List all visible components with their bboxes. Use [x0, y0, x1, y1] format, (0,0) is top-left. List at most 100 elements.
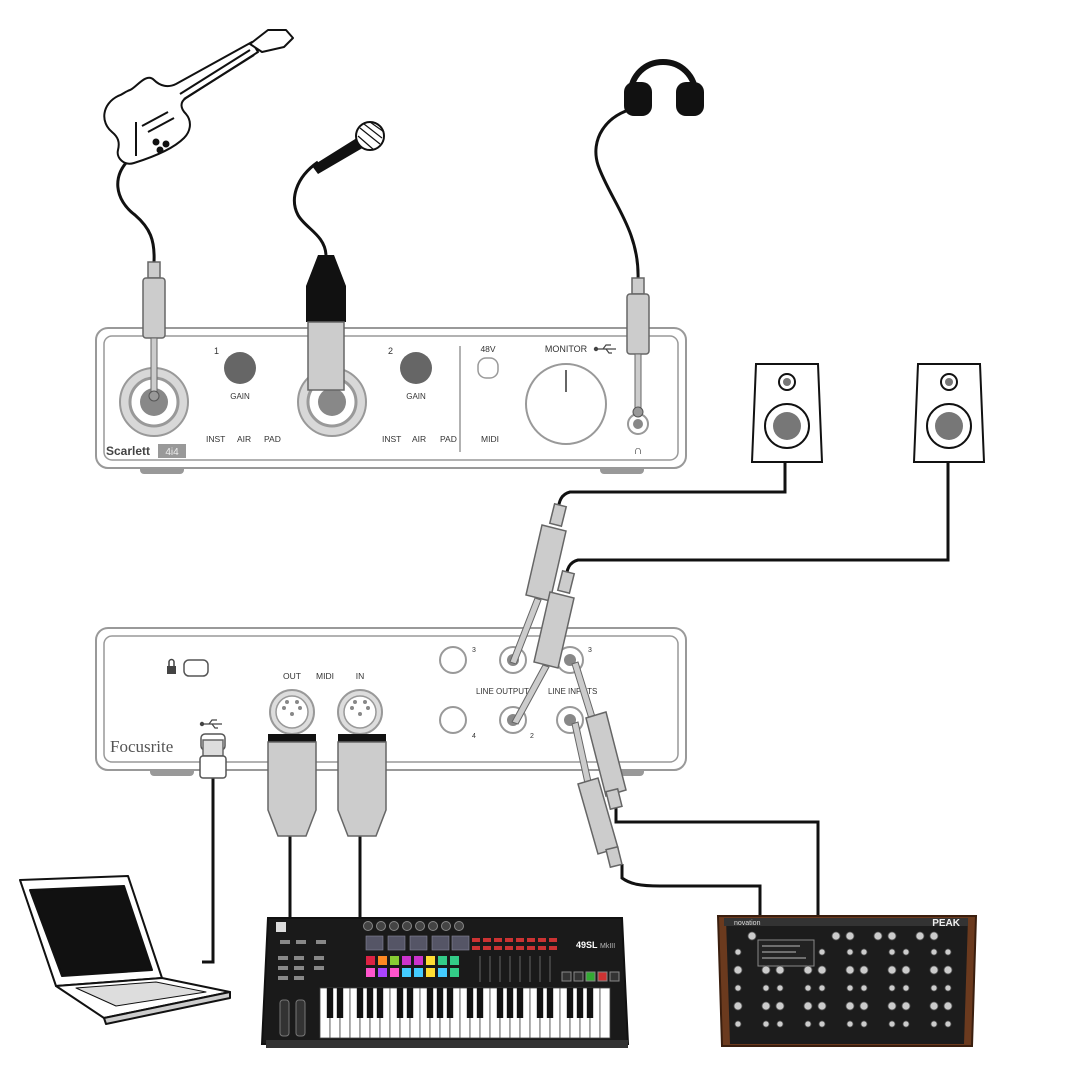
- synth-knob[interactable]: [845, 1001, 855, 1011]
- synth-knob[interactable]: [846, 948, 854, 956]
- synth-knob[interactable]: [761, 965, 771, 975]
- synth-knob[interactable]: [733, 1001, 743, 1011]
- mod-wheel[interactable]: [295, 999, 306, 1037]
- monitor-knob[interactable]: [525, 363, 607, 445]
- synth-knob[interactable]: [930, 1020, 938, 1028]
- black-key[interactable]: [326, 988, 334, 1018]
- red-buttons-row[interactable]: [472, 938, 557, 950]
- synth-knob[interactable]: [762, 984, 770, 992]
- gain-1-knob[interactable]: [224, 352, 256, 384]
- synth-knob[interactable]: [888, 948, 896, 956]
- synth-knob[interactable]: [860, 1020, 868, 1028]
- black-key[interactable]: [536, 988, 544, 1018]
- synth-knob[interactable]: [860, 948, 868, 956]
- input-1-combo-jack[interactable]: [119, 367, 189, 437]
- keyboard-rotary-knobs[interactable]: [363, 921, 464, 931]
- synth-knob[interactable]: [887, 1001, 897, 1011]
- inst-1-button[interactable]: INST: [206, 434, 225, 444]
- synth-knob[interactable]: [888, 1020, 896, 1028]
- synth-knob[interactable]: [803, 1001, 813, 1011]
- synth-knob[interactable]: [859, 1001, 869, 1011]
- black-key[interactable]: [376, 988, 384, 1018]
- synth-knob[interactable]: [747, 931, 757, 941]
- synth-knob[interactable]: [915, 931, 925, 941]
- synth-knob[interactable]: [846, 984, 854, 992]
- synth-knob[interactable]: [804, 1020, 812, 1028]
- synth-knob[interactable]: [846, 1020, 854, 1028]
- synth-knob[interactable]: [902, 948, 910, 956]
- drum-pads[interactable]: [366, 956, 459, 977]
- synth-knob[interactable]: [817, 965, 827, 975]
- synth-knob[interactable]: [818, 1020, 826, 1028]
- black-key[interactable]: [466, 988, 474, 1018]
- midi-out-port[interactable]: [269, 689, 315, 735]
- synth-knob[interactable]: [803, 965, 813, 975]
- synth-knobs[interactable]: [733, 931, 953, 1028]
- synth-knob[interactable]: [888, 984, 896, 992]
- transport-buttons[interactable]: [561, 971, 620, 982]
- synth-knob[interactable]: [902, 984, 910, 992]
- synth-knob[interactable]: [944, 984, 952, 992]
- synth-knob[interactable]: [775, 1001, 785, 1011]
- air-2-button[interactable]: AIR: [412, 434, 426, 444]
- black-key[interactable]: [566, 988, 574, 1018]
- synth-knob[interactable]: [929, 931, 939, 941]
- synth-knob[interactable]: [734, 948, 742, 956]
- black-key[interactable]: [406, 988, 414, 1018]
- black-key[interactable]: [366, 988, 374, 1018]
- synth-knob[interactable]: [804, 984, 812, 992]
- black-key[interactable]: [546, 988, 554, 1018]
- synth-knob[interactable]: [831, 931, 841, 941]
- synth-knob[interactable]: [943, 1001, 953, 1011]
- synth-knob[interactable]: [873, 931, 883, 941]
- synth-knob[interactable]: [817, 1001, 827, 1011]
- black-key[interactable]: [476, 988, 484, 1018]
- black-key[interactable]: [496, 988, 504, 1018]
- synth-knob[interactable]: [734, 1020, 742, 1028]
- synth-knob[interactable]: [930, 984, 938, 992]
- black-key[interactable]: [426, 988, 434, 1018]
- pad-1-button[interactable]: PAD: [264, 434, 281, 444]
- black-key[interactable]: [396, 988, 404, 1018]
- synth-knob[interactable]: [901, 965, 911, 975]
- black-keys[interactable]: [326, 988, 594, 1018]
- black-key[interactable]: [586, 988, 594, 1018]
- synth-knob[interactable]: [776, 1020, 784, 1028]
- synth-knob[interactable]: [887, 965, 897, 975]
- black-key[interactable]: [576, 988, 584, 1018]
- air-1-button[interactable]: AIR: [237, 434, 251, 444]
- synth-knob[interactable]: [818, 948, 826, 956]
- black-key[interactable]: [336, 988, 344, 1018]
- phantom-power-button[interactable]: [477, 357, 499, 379]
- synth-knob[interactable]: [775, 965, 785, 975]
- synth-knob[interactable]: [734, 984, 742, 992]
- synth-knob[interactable]: [943, 965, 953, 975]
- synth-knob[interactable]: [902, 1020, 910, 1028]
- synth-knob[interactable]: [930, 948, 938, 956]
- synth-knob[interactable]: [845, 931, 855, 941]
- faders[interactable]: [479, 956, 551, 982]
- black-key[interactable]: [516, 988, 524, 1018]
- keyboard-left-buttons[interactable]: [278, 940, 326, 980]
- line-output-4-jack[interactable]: [439, 706, 467, 734]
- white-keys[interactable]: [319, 987, 611, 1039]
- white-key[interactable]: [599, 987, 611, 1039]
- gain-2-knob[interactable]: [400, 352, 432, 384]
- synth-knob[interactable]: [761, 1001, 771, 1011]
- synth-knob[interactable]: [818, 984, 826, 992]
- synth-knob[interactable]: [776, 984, 784, 992]
- midi-in-port[interactable]: [337, 689, 383, 735]
- black-key[interactable]: [446, 988, 454, 1018]
- synth-knob[interactable]: [887, 931, 897, 941]
- synth-knob[interactable]: [944, 1020, 952, 1028]
- line-output-3-jack[interactable]: [439, 646, 467, 674]
- synth-knob[interactable]: [859, 965, 869, 975]
- synth-knob[interactable]: [860, 984, 868, 992]
- synth-knob[interactable]: [733, 965, 743, 975]
- synth-knob[interactable]: [929, 1001, 939, 1011]
- black-key[interactable]: [436, 988, 444, 1018]
- synth-knob[interactable]: [944, 948, 952, 956]
- pitch-wheel[interactable]: [279, 999, 290, 1037]
- synth-knob[interactable]: [762, 1020, 770, 1028]
- black-key[interactable]: [506, 988, 514, 1018]
